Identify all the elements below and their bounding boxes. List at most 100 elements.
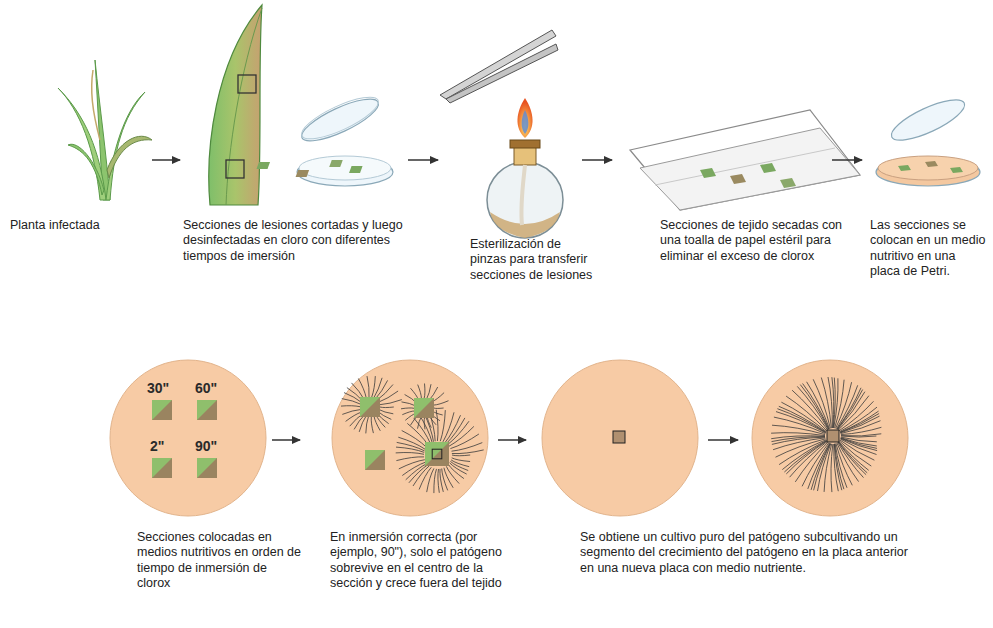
lesion xyxy=(197,458,217,478)
hypha xyxy=(440,410,445,441)
segment-marker xyxy=(432,449,442,459)
hypha xyxy=(452,458,470,462)
lesion xyxy=(152,458,172,478)
petri-dish-chlorine xyxy=(256,89,393,186)
hypha xyxy=(374,416,380,431)
hypha xyxy=(371,417,373,433)
hypha xyxy=(402,431,427,448)
hypha xyxy=(771,436,825,439)
hypha xyxy=(839,401,873,431)
hypha xyxy=(452,455,470,457)
hypha xyxy=(784,441,826,472)
lesion xyxy=(414,398,434,418)
hypha xyxy=(771,433,825,436)
tissue-section xyxy=(152,458,172,478)
hypha xyxy=(411,388,419,400)
hypha xyxy=(354,415,364,429)
hypha xyxy=(835,444,844,489)
petri-plate xyxy=(110,360,908,516)
hypha xyxy=(452,450,484,454)
infected-leaf xyxy=(209,5,262,205)
immersion-time: 90" xyxy=(195,438,217,455)
hypha xyxy=(402,402,415,406)
hypha xyxy=(841,434,881,436)
hypha xyxy=(379,412,392,419)
hypha xyxy=(438,469,439,493)
hypha xyxy=(837,388,861,429)
hypha xyxy=(372,376,376,397)
petri-dish-medium xyxy=(876,92,980,186)
hypha xyxy=(347,388,362,401)
pathogen-growth xyxy=(341,376,881,493)
step-caption: Secciones de tejido secadas con una toal… xyxy=(660,218,845,264)
hypha xyxy=(807,382,830,429)
hypha xyxy=(831,444,833,492)
hypha xyxy=(774,417,826,434)
hypha xyxy=(792,390,828,430)
step-caption: Planta infectada xyxy=(10,218,125,233)
hypha xyxy=(786,396,827,431)
hypha xyxy=(440,469,443,492)
hypha xyxy=(436,410,438,441)
segment xyxy=(613,431,625,443)
hypha xyxy=(448,464,464,478)
hypha xyxy=(448,421,470,445)
hypha xyxy=(434,408,444,409)
hypha xyxy=(427,384,431,398)
hypha xyxy=(834,378,838,428)
tissue-section xyxy=(197,458,217,478)
hypha xyxy=(841,427,882,434)
tissue-section xyxy=(197,400,217,420)
hypha xyxy=(777,409,825,433)
hypha xyxy=(380,400,402,405)
tissue-section xyxy=(414,398,434,418)
hypha xyxy=(832,377,834,428)
hypha xyxy=(346,412,362,421)
hypha xyxy=(434,469,437,493)
tissue-section xyxy=(152,400,172,420)
hypha xyxy=(449,426,474,446)
hypha xyxy=(402,411,414,415)
hypha xyxy=(434,401,449,405)
hypha xyxy=(367,376,369,397)
hypha xyxy=(379,391,398,402)
hypha xyxy=(837,385,858,429)
lesion xyxy=(365,450,385,470)
hypha xyxy=(342,410,360,415)
hypha xyxy=(442,469,448,491)
segment xyxy=(827,430,839,442)
lesion xyxy=(152,400,172,420)
tissue-section xyxy=(425,442,449,466)
hypha xyxy=(828,377,832,428)
step-caption: Esterilización de pinzas para transferir… xyxy=(470,237,600,283)
hypha xyxy=(840,416,879,433)
hypha xyxy=(446,466,459,483)
lesion xyxy=(425,442,449,466)
hypha xyxy=(808,443,830,489)
hypha xyxy=(821,378,831,429)
hypha xyxy=(358,379,366,398)
hypha xyxy=(398,437,425,449)
flow-arrow xyxy=(152,160,862,440)
step-caption: Las secciones se colocan en un medio nut… xyxy=(870,218,988,279)
hypha xyxy=(452,443,483,452)
hypha xyxy=(402,462,426,476)
hypha xyxy=(451,460,469,467)
hypha xyxy=(779,406,826,432)
hypha xyxy=(396,447,424,452)
hypha xyxy=(433,412,442,416)
hypha xyxy=(834,444,839,491)
step-caption: Secciones colocadas en medios nutritivos… xyxy=(137,530,302,591)
step-caption: Secciones de lesiones cortadas y luego d… xyxy=(183,218,408,264)
step-caption: En inmersión correcta (por ejemplo, 90")… xyxy=(330,530,508,591)
hypha xyxy=(795,442,828,482)
hypha xyxy=(772,437,826,442)
lesion xyxy=(360,397,380,417)
immersion-time: 60" xyxy=(195,380,217,397)
hypha xyxy=(838,396,869,430)
hypha xyxy=(450,434,479,449)
hypha xyxy=(376,380,388,398)
forceps xyxy=(440,30,558,103)
alcohol-burner xyxy=(487,98,563,238)
